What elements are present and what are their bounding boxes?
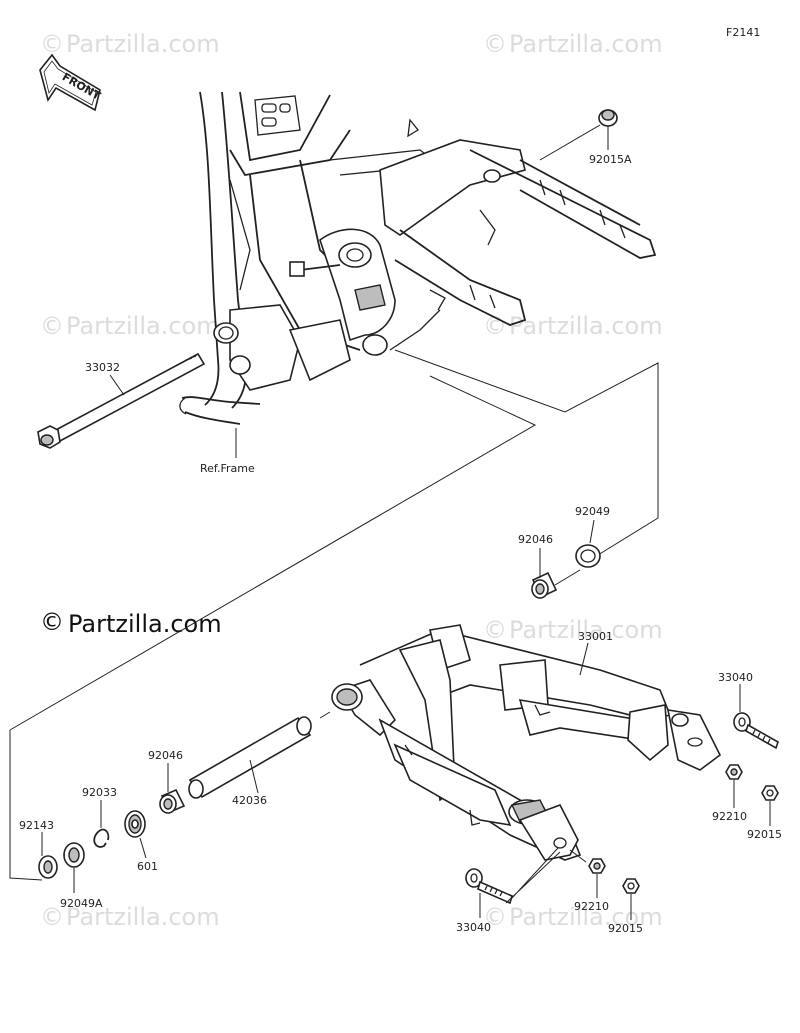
part-label: 92046 xyxy=(148,749,183,762)
ref-frame-label: Ref.Frame xyxy=(200,462,255,475)
leader-line xyxy=(589,519,595,544)
part-label: 92015 xyxy=(747,828,782,841)
seal-92049a[interactable] xyxy=(63,842,85,868)
leader-line xyxy=(554,569,581,586)
svg-text:Partzilla.com: Partzilla.com xyxy=(68,610,222,638)
bearing-92046-lower[interactable] xyxy=(159,788,186,814)
nut-92015-lower[interactable] xyxy=(622,878,640,894)
nut-92015a[interactable] xyxy=(598,109,618,150)
nut-92015-right[interactable] xyxy=(761,785,779,801)
frame-illustration xyxy=(179,91,657,425)
part-label: 92015 xyxy=(608,922,643,935)
svg-text:©: © xyxy=(483,312,507,340)
watermark: © Partzilla.com xyxy=(483,616,663,644)
part-label: 33040 xyxy=(718,671,753,684)
chain-adjuster-33040-right[interactable] xyxy=(733,712,779,750)
watermark: © Partzilla.com xyxy=(40,30,220,58)
assembly-boundary-lines xyxy=(9,349,659,881)
svg-text:©: © xyxy=(40,30,64,58)
figure-code: F2141 xyxy=(726,26,760,39)
leader-line xyxy=(505,847,561,904)
leader-line xyxy=(249,759,259,794)
watermarks: © Partzilla.com © Partzilla.com © Partzi… xyxy=(40,30,663,931)
part-label: 33032 xyxy=(85,361,120,374)
part-label: 92049 xyxy=(575,505,610,518)
watermark: © Partzilla.com xyxy=(483,30,663,58)
part-labels: 92015A 33032 Ref.Frame 92049 92046 33001… xyxy=(19,153,782,935)
watermark: © Partzilla.com xyxy=(40,903,220,931)
svg-text:Partzilla.com: Partzilla.com xyxy=(66,312,220,340)
part-label: 42036 xyxy=(232,794,267,807)
svg-text:©: © xyxy=(40,903,64,931)
part-label: 92210 xyxy=(574,900,609,913)
svg-text:©: © xyxy=(483,616,507,644)
chain-adjuster-33040-lower[interactable] xyxy=(465,868,513,905)
bearing-601[interactable] xyxy=(124,810,146,838)
bearing-92046-upper[interactable] xyxy=(531,571,558,599)
svg-text:Partzilla.com: Partzilla.com xyxy=(66,30,220,58)
svg-text:Partzilla.com: Partzilla.com xyxy=(509,616,663,644)
svg-text:©: © xyxy=(40,312,64,340)
part-label: 33001 xyxy=(578,630,613,643)
part-label: 92210 xyxy=(712,810,747,823)
circlip-92033[interactable] xyxy=(93,828,110,848)
leader-line xyxy=(319,711,331,719)
part-label: 601 xyxy=(137,860,158,873)
svg-text:Partzilla.com: Partzilla.com xyxy=(509,30,663,58)
front-arrow-icon: FRONT xyxy=(39,53,103,112)
svg-text:©: © xyxy=(483,30,507,58)
leader-line xyxy=(109,374,125,396)
part-label: 92143 xyxy=(19,819,54,832)
nut-92210-lower[interactable] xyxy=(588,858,606,874)
watermark: © Partzilla.com xyxy=(40,312,220,340)
part-label: 33040 xyxy=(456,921,491,934)
leader-line xyxy=(539,124,601,161)
watermark: © Partzilla.com xyxy=(483,312,663,340)
part-label: 92046 xyxy=(518,533,553,546)
seal-92049[interactable] xyxy=(575,544,601,568)
part-label: 92033 xyxy=(82,786,117,799)
svg-text:©: © xyxy=(40,608,64,636)
part-label: 92015A xyxy=(589,153,632,166)
svg-text:©: © xyxy=(483,903,507,931)
pivot-shaft-33032[interactable] xyxy=(37,352,206,449)
part-label: 92049A xyxy=(60,897,103,910)
leader-line xyxy=(579,642,589,676)
collar-92143[interactable] xyxy=(38,855,58,879)
leader-line xyxy=(139,837,147,859)
sleeve-42036[interactable] xyxy=(188,716,312,799)
watermark-main: © Partzilla.com xyxy=(40,608,222,638)
nut-92210-right[interactable] xyxy=(725,764,743,780)
swingarm-33001[interactable] xyxy=(331,624,722,861)
svg-text:Partzilla.com: Partzilla.com xyxy=(509,903,663,931)
svg-text:Partzilla.com: Partzilla.com xyxy=(66,903,220,931)
leader-line xyxy=(569,849,587,863)
svg-text:Partzilla.com: Partzilla.com xyxy=(509,312,663,340)
watermark: © Partzilla.com xyxy=(483,903,663,931)
